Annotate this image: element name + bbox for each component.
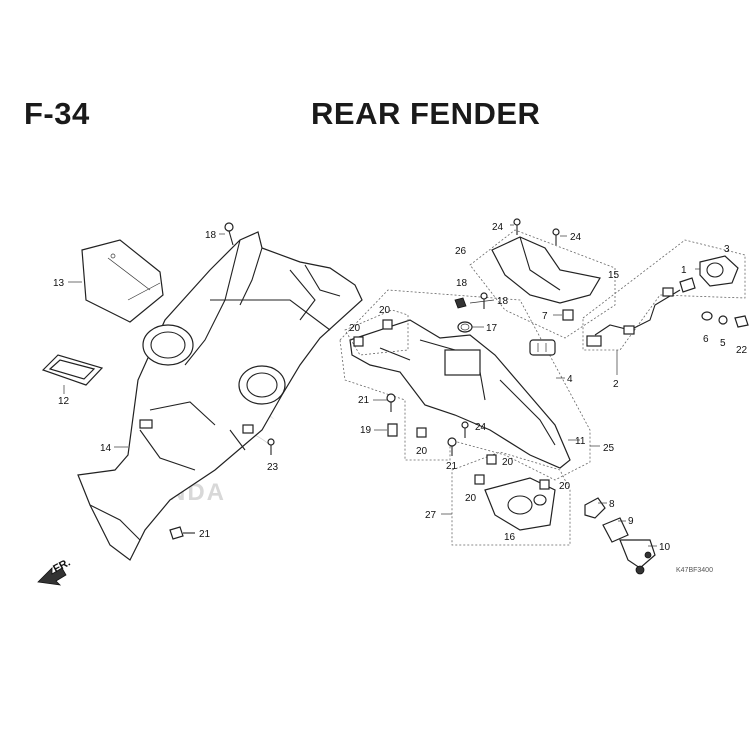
callout-26: 26 [455, 246, 467, 257]
callout-22: 22 [736, 345, 748, 356]
callout-24: 24 [475, 422, 487, 433]
assembly-box-27 [451, 451, 571, 546]
callout-19: 19 [360, 425, 372, 436]
part-24-screw-c [461, 421, 469, 438]
callout-20: 20 [502, 457, 514, 468]
callout-6: 6 [703, 334, 709, 345]
part-12-seal-ring [41, 354, 104, 386]
callout-12: 12 [58, 396, 70, 407]
callout-24: 24 [570, 232, 582, 243]
part-1-bulb [679, 277, 696, 293]
callout-2: 2 [613, 379, 619, 390]
callout-4: 4 [567, 374, 573, 385]
callout-21: 21 [446, 461, 458, 472]
part-5-washer [718, 315, 728, 325]
callout-10: 10 [659, 542, 671, 553]
callout-7: 7 [542, 311, 548, 322]
callout-27: 27 [425, 510, 437, 521]
callout-18: 18 [456, 278, 468, 289]
part-20-clip-d [486, 454, 497, 465]
part-17-grommet [457, 321, 473, 333]
part-20-clip-b [382, 319, 393, 330]
part-20-clip-e [474, 474, 485, 485]
part-9-plate [602, 517, 629, 543]
part-2-wire-harness [586, 287, 681, 347]
callout-18: 18 [205, 230, 217, 241]
part-21-bolt-b [386, 393, 396, 412]
callout-5: 5 [720, 338, 726, 349]
callout-13: 13 [53, 278, 65, 289]
callout-9: 9 [628, 516, 634, 527]
part-22-screw [734, 315, 749, 328]
callout-16: 16 [504, 532, 516, 543]
part-3-lamp-socket [699, 255, 739, 287]
part-15-license-cover [491, 236, 601, 304]
part-18-bolt-a [224, 222, 234, 246]
assembly-box-20-top [344, 309, 409, 356]
part-7-connector [562, 309, 574, 321]
callout-20: 20 [465, 493, 477, 504]
part-23-screw [267, 438, 275, 455]
part-24-screw-a [513, 218, 521, 235]
callout-21: 21 [358, 395, 370, 406]
part-16-bracket [484, 477, 556, 531]
callout-3: 3 [724, 244, 730, 255]
diagram-title: REAR FENDER [311, 96, 541, 131]
drawing-reference-code: K47BF3400 [676, 567, 713, 574]
part-20-clip-a [353, 336, 364, 347]
callout-8: 8 [609, 499, 615, 510]
part-18-bolt-c [480, 292, 488, 309]
part-10-reflector [619, 539, 656, 575]
part-20-clip-f [539, 479, 550, 490]
callout-14: 14 [100, 443, 112, 454]
part-4-lamp-unit [529, 339, 556, 356]
part-24-screw-b [552, 228, 560, 245]
assembly-box-25 [339, 289, 591, 481]
part-8-reflector-bracket [584, 497, 606, 519]
callout-24: 24 [492, 222, 504, 233]
callout-21: 21 [199, 529, 211, 540]
part-21-bolt-c [447, 437, 457, 456]
callout-20: 20 [379, 305, 391, 316]
part-13-fender-cover [81, 239, 164, 323]
assembly-box-2 [582, 239, 746, 351]
part-21-bolt-a [169, 526, 195, 540]
callout-20: 20 [349, 323, 361, 334]
callout-20: 20 [559, 481, 571, 492]
part-11-rear-fender-lower [349, 319, 571, 469]
callout-11: 11 [575, 436, 586, 447]
part-20-clip-c [416, 427, 427, 438]
part-19-bolt [387, 423, 398, 437]
callout-15: 15 [608, 270, 620, 281]
part-14-rear-fender [77, 231, 363, 561]
callout-18: 18 [497, 296, 509, 307]
callout-1: 1 [681, 265, 687, 276]
callout-25: 25 [603, 443, 615, 454]
part-18-bolt-b [454, 297, 467, 309]
callout-20: 20 [416, 446, 428, 457]
callout-17: 17 [486, 323, 498, 334]
callout-23: 23 [267, 462, 279, 473]
assembly-box-26 [469, 229, 616, 339]
diagram-code: F-34 [24, 96, 90, 131]
part-6-collar [701, 311, 713, 321]
front-direction-arrow-icon [37, 567, 67, 586]
